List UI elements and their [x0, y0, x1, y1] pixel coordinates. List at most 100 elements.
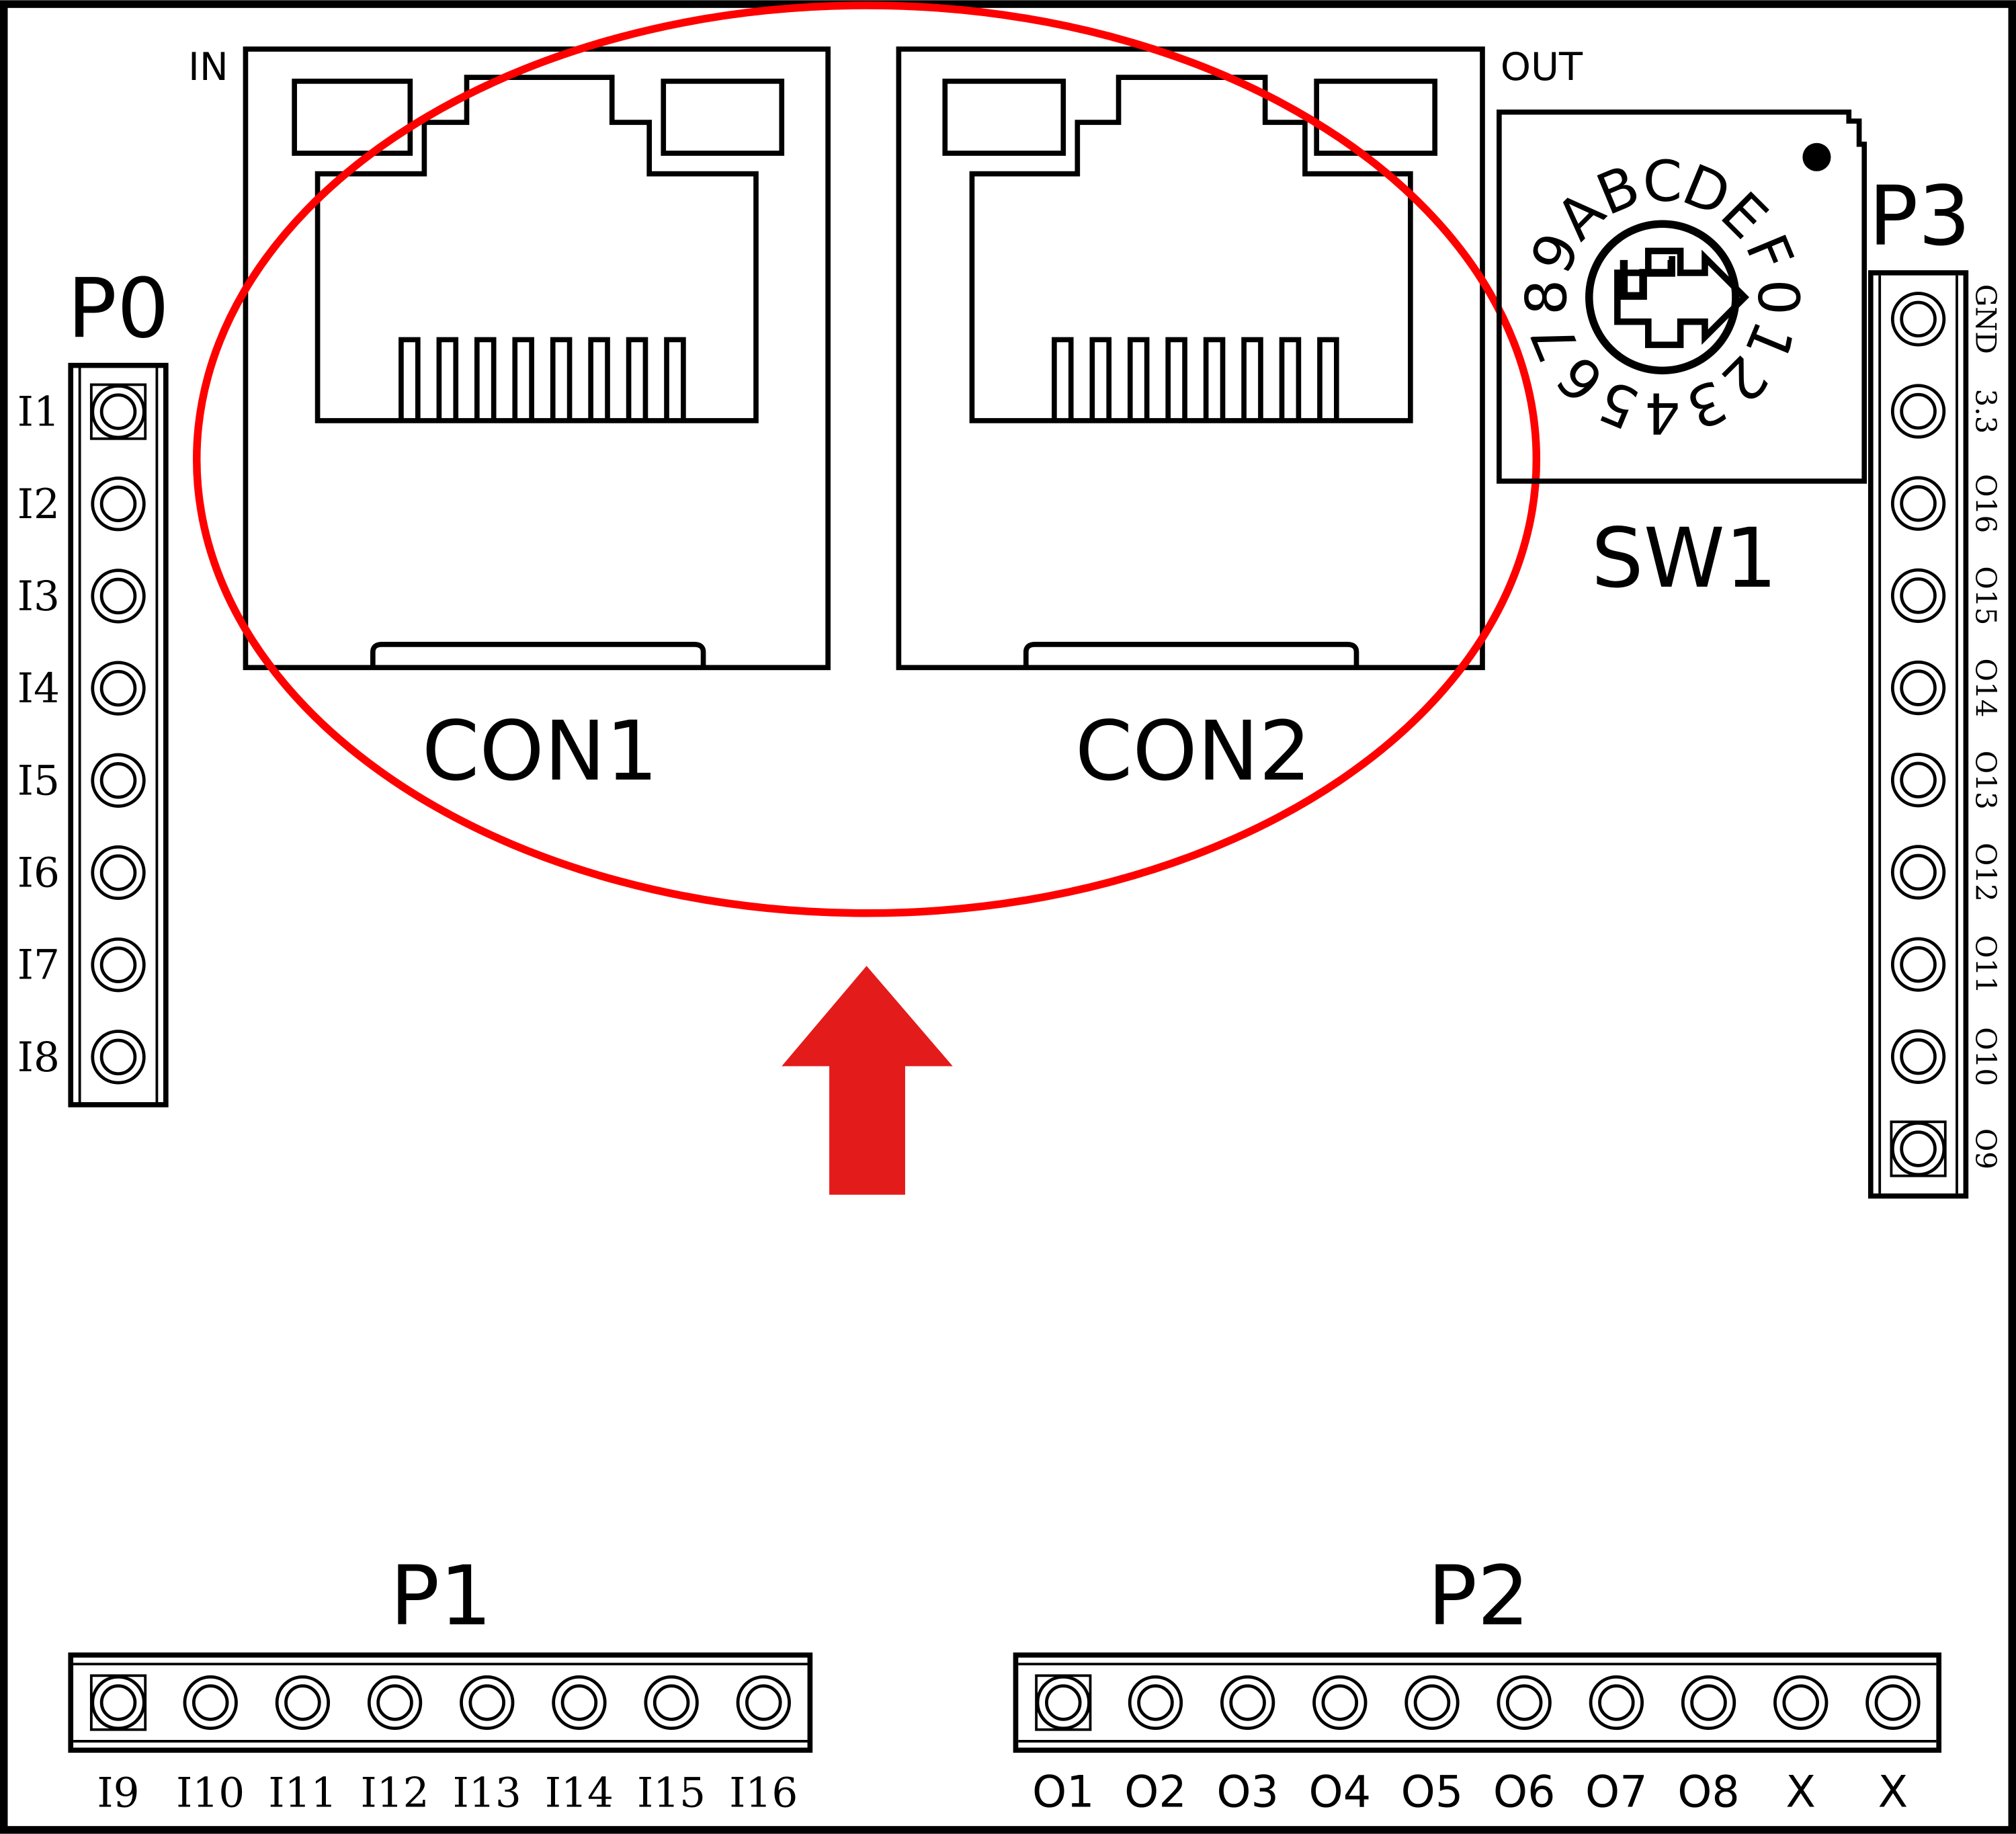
- pin-label: I5: [17, 757, 60, 804]
- p0-label: P0: [67, 261, 169, 357]
- pin-label: O14: [1970, 659, 2003, 718]
- header-pin[interactable]: [1589, 1675, 1644, 1731]
- rj45-contact: [1127, 337, 1150, 421]
- pin-label: I13: [453, 1769, 521, 1817]
- pin-label: O12: [1970, 843, 2003, 902]
- rj45-contact: [398, 337, 421, 421]
- header-pin[interactable]: [91, 661, 146, 716]
- header-pin[interactable]: [89, 1674, 147, 1731]
- header-pin[interactable]: [1681, 1675, 1736, 1731]
- pin-label: O9: [1970, 1128, 2003, 1169]
- header-pin[interactable]: [1890, 845, 1946, 900]
- rj45-contact: [512, 337, 534, 421]
- header-pin[interactable]: [552, 1675, 607, 1731]
- pin-label: O6: [1493, 1767, 1556, 1817]
- header-pin[interactable]: [1890, 384, 1946, 439]
- pin1-dot-icon: [1802, 142, 1831, 171]
- header-pin[interactable]: [1890, 753, 1946, 808]
- pin-label: I3: [17, 573, 60, 620]
- pin-label: O5: [1401, 1767, 1464, 1817]
- header-pin[interactable]: [1404, 1675, 1460, 1731]
- header-pin[interactable]: [644, 1675, 699, 1731]
- header-pin[interactable]: [91, 845, 146, 901]
- con2-port-label: OUT: [1501, 44, 1583, 89]
- pin-label: O11: [1970, 935, 2003, 994]
- pin-label: I7: [17, 942, 60, 989]
- header-pin[interactable]: [275, 1675, 331, 1731]
- header-pin[interactable]: [89, 383, 147, 440]
- header-pin[interactable]: [736, 1675, 791, 1731]
- highlight-ellipse: [192, 1, 1541, 917]
- header-pin[interactable]: [183, 1675, 238, 1731]
- header-pin[interactable]: [91, 937, 146, 993]
- pin-label: I16: [729, 1769, 798, 1817]
- header-pin[interactable]: [91, 476, 146, 532]
- pin-label: O8: [1677, 1767, 1740, 1817]
- pin-label: I6: [17, 849, 60, 897]
- rj45-contact: [1203, 337, 1226, 421]
- rj45-contact: [550, 337, 573, 421]
- header-pin[interactable]: [1890, 660, 1946, 716]
- sw1-label: SW1: [1591, 510, 1777, 606]
- header-pin[interactable]: [367, 1675, 423, 1731]
- connector-con1[interactable]: CON1 IN: [188, 44, 831, 799]
- pin-label: X: [1878, 1767, 1908, 1817]
- con2-label: CON2: [1075, 703, 1311, 799]
- header-pin[interactable]: [91, 1030, 146, 1085]
- p2-label: P2: [1427, 1548, 1529, 1644]
- dial-position-label: 8: [1514, 280, 1580, 316]
- header-pin[interactable]: [1865, 1675, 1921, 1731]
- header-pin[interactable]: [1128, 1675, 1183, 1731]
- rj45-contact: [1052, 337, 1074, 421]
- rj45-contact: [1241, 337, 1263, 421]
- con1-port-label: IN: [188, 44, 228, 89]
- con1-label: CON1: [422, 703, 658, 799]
- con1-contacts: [398, 337, 686, 421]
- pin-label: O10: [1970, 1027, 2003, 1086]
- pin-label: I9: [97, 1769, 139, 1817]
- pin-label: O13: [1970, 751, 2003, 810]
- connector-con2[interactable]: CON2 OUT: [896, 44, 1583, 799]
- rj45-contact: [474, 337, 497, 421]
- rj45-contact: [436, 337, 459, 421]
- header-pin[interactable]: [1890, 568, 1946, 624]
- header-pin[interactable]: [460, 1675, 515, 1731]
- pin-label: X: [1786, 1767, 1816, 1817]
- header-pin[interactable]: [91, 569, 146, 624]
- pin-label: I14: [545, 1769, 614, 1817]
- pin-label: GND: [1970, 284, 2003, 354]
- pin-label: I4: [17, 665, 60, 712]
- header-pin[interactable]: [1890, 1120, 1947, 1177]
- header-pin[interactable]: [91, 753, 146, 808]
- header-pin[interactable]: [1497, 1675, 1552, 1731]
- p1-label: P1: [390, 1548, 492, 1644]
- rj45-contact: [588, 337, 610, 421]
- header-pin[interactable]: [1890, 292, 1946, 347]
- pin-label: O2: [1124, 1767, 1187, 1817]
- p3-label: P3: [1869, 168, 1971, 264]
- header-pin[interactable]: [1890, 1029, 1946, 1084]
- rj45-contact: [1089, 337, 1112, 421]
- pin-label: 3.3: [1970, 389, 2003, 434]
- pin-label: O7: [1585, 1767, 1648, 1817]
- header-pin[interactable]: [1220, 1675, 1275, 1731]
- rj45-contact: [1279, 337, 1302, 421]
- pin-label: I12: [361, 1769, 429, 1817]
- header-pin[interactable]: [1773, 1675, 1829, 1731]
- header-pin[interactable]: [1890, 937, 1946, 992]
- rj45-contact: [626, 337, 648, 421]
- pin-label: O16: [1970, 474, 2003, 533]
- header-pin[interactable]: [1890, 476, 1946, 531]
- header-pin[interactable]: [1312, 1675, 1368, 1731]
- pin-label: I8: [17, 1034, 60, 1081]
- header-pin[interactable]: [1035, 1674, 1092, 1731]
- dial-position-label: 0: [1745, 280, 1811, 316]
- pin-label: I15: [637, 1769, 706, 1817]
- rj45-contact: [1165, 337, 1187, 421]
